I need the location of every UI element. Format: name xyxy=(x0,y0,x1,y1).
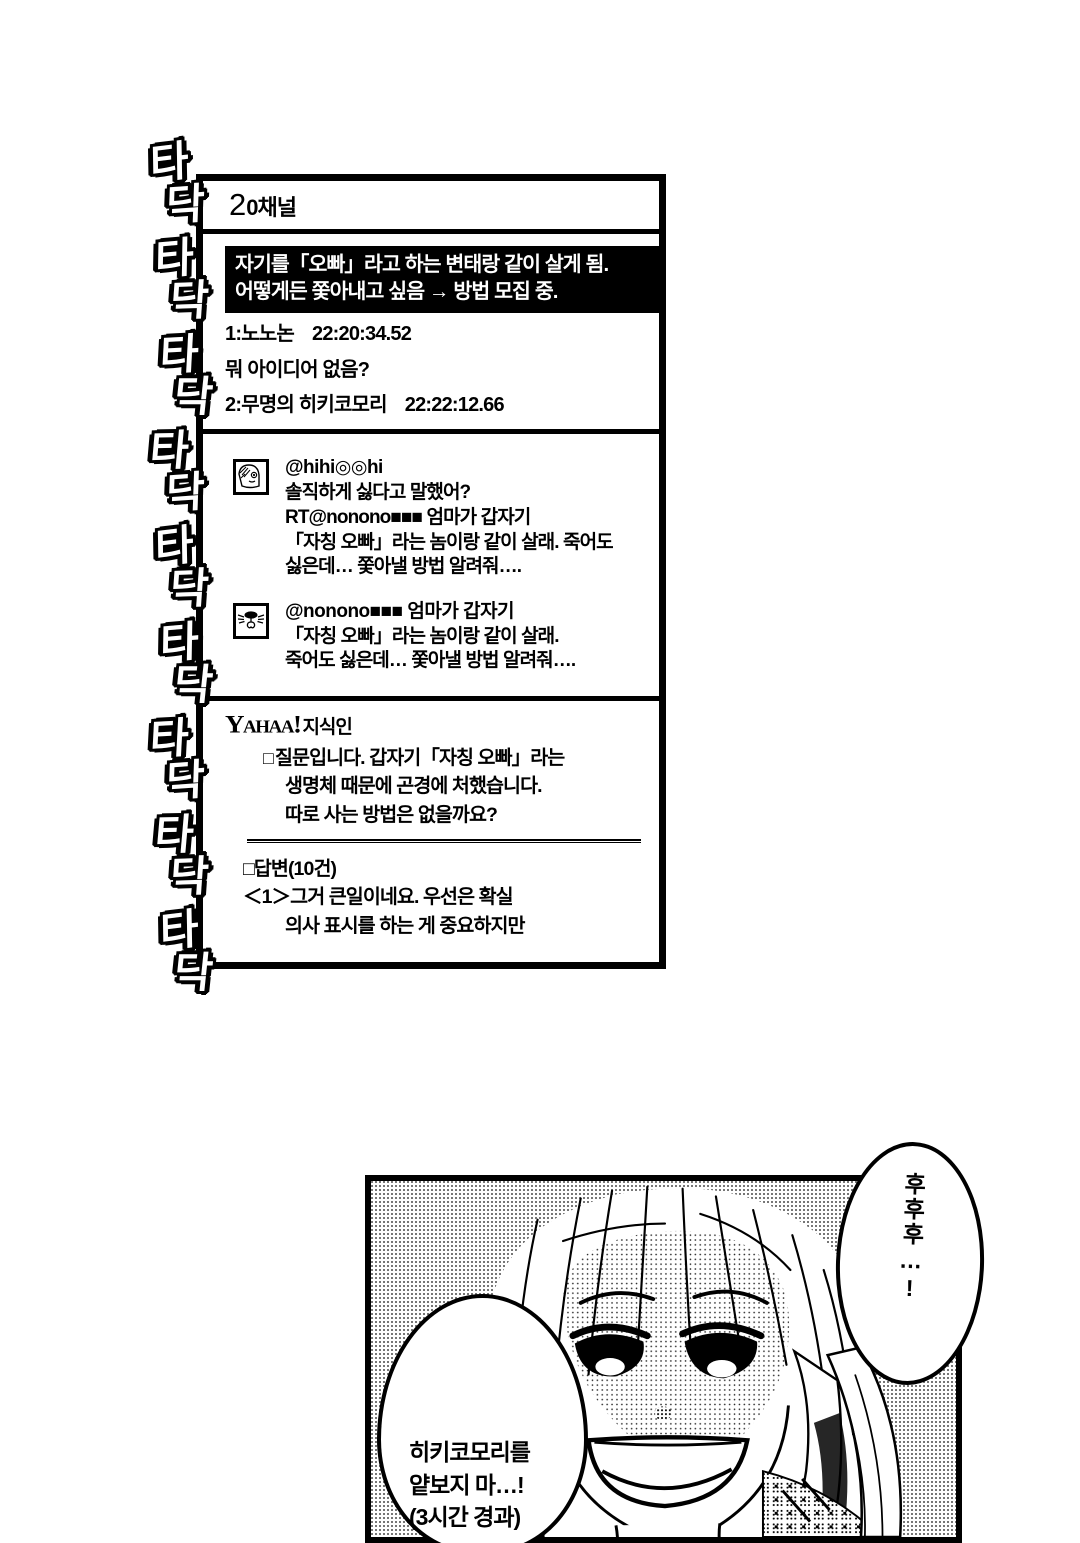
sfx-syllable-ta: 타 xyxy=(147,425,191,476)
cat-nose-avatar-icon xyxy=(233,602,269,639)
balloon-left-line: (3시간 경과) xyxy=(409,1504,521,1531)
thread-section: 자기를「오빠」라고 하는 변태랑 같이 살게 됨. 어떻게든 쫓아내고 싶음 →… xyxy=(203,234,661,430)
question-block: □질문입니다. 갑자기「자칭 오빠」라는 생명체 때문에 곤경에 처했습니다. … xyxy=(219,744,647,829)
tweet-line: 솔직하게 싫다고 말했어? xyxy=(285,482,471,504)
question-line: 생명체 때문에 곤경에 처했습니다. xyxy=(285,775,543,798)
thread-title-banner: 자기를「오빠」라고 하는 변태랑 같이 살게 됨. 어떻게든 쫓아내고 싶음 →… xyxy=(225,246,661,314)
qa-section: YAHAA! 지식인 □질문입니다. 갑자기「자칭 오빠」라는 생명체 때문에 … xyxy=(203,700,659,940)
post-author-1: 노노논 xyxy=(241,323,295,346)
section-divider xyxy=(203,229,659,234)
thread-title-line-2: 어떻게든 쫓아내고 싶음 → 방법 모집 중. xyxy=(235,279,558,303)
speech-balloon-left: 히키코모리를 얕보지 마…! (3시간 경과) xyxy=(377,1294,588,1543)
tweet-line: 「자칭 오빠」라는 놈이랑 같이 살래. xyxy=(285,625,560,647)
microblog-section: @hihi◎◎hi 솔직하게 싫다고 말했어? RT@nonono■■■ 엄마가… xyxy=(203,434,659,696)
yahaa-wordmark: YAHAA! xyxy=(225,710,302,738)
sfx-syllable-ta: 타 xyxy=(149,135,189,190)
post-number-2: 2: xyxy=(225,394,242,417)
sfx-syllable-ta: 타 xyxy=(154,519,194,574)
anime-face-avatar-icon xyxy=(233,459,269,496)
question-line: 따로 사는 방법은 없을까요? xyxy=(285,803,498,826)
section-divider xyxy=(203,429,659,435)
qa-divider-rule xyxy=(247,839,641,844)
post-header-1: 1:노노논 22:20:34.52 xyxy=(225,320,649,348)
post-body-1: 뭐 아이디어 없음? xyxy=(225,358,370,381)
tweet-item: @hihi◎◎hi 솔직하게 싫다고 말했어? RT@nonono■■■ 엄마가… xyxy=(233,456,647,579)
question-line: □질문입니다. 갑자기「자칭 오빠」라는 xyxy=(263,746,565,769)
sfx-syllable-ta: 타 xyxy=(148,712,190,765)
post-header-2: 2:무명의 히키코모리 22:22:12.66 xyxy=(225,391,649,419)
balloon-left-line: 얕보지 마…! xyxy=(409,1471,525,1498)
sfx-syllable-ta: 타 xyxy=(152,809,196,860)
tweet-text: @hihi◎◎hi 솔직하게 싫다고 말했어? RT@nonono■■■ 엄마가… xyxy=(285,456,614,579)
sfx-syllable-ta: 타 xyxy=(159,903,199,958)
thread-title-line-1: 자기를「오빠」라고 하는 변태랑 같이 살게 됨. xyxy=(235,253,609,276)
tweet-text: @nonono■■■ 엄마가 갑자기 「자칭 오빠」라는 놈이랑 같이 살래. … xyxy=(285,600,576,674)
balloon-left-text: 히키코모리를 얕보지 마…! (3시간 경과) xyxy=(409,1436,531,1534)
post-time-2: 22:22:12.66 xyxy=(404,394,505,417)
checkbox-icon: □ xyxy=(263,747,274,768)
sfx-syllable-ta: 타 xyxy=(154,232,195,285)
yahaa-logo: YAHAA! 지식인 xyxy=(225,709,647,740)
girl-illustration xyxy=(486,1185,903,1537)
post-time-1: 22:20:34.52 xyxy=(312,323,412,346)
tweet-line: 싫은데… 쫓아낼 방법 알려줘…. xyxy=(285,556,522,578)
yahaa-suffix: 지식인 xyxy=(302,716,352,738)
tweet-line: 죽어도 싫은데… 쫓아낼 방법 알려줘…. xyxy=(285,650,576,672)
answer-block: □답변(10건) ＜1＞그거 큰일이네요. 우선은 확실 의사 표시를 하는 게… xyxy=(219,855,647,939)
post-number-1: 1: xyxy=(225,323,242,346)
balloon-right-text: 후후후…! xyxy=(896,1171,927,1304)
sfx-syllable-ta: 타 xyxy=(158,328,200,381)
tweet-handle: @hihi◎◎hi xyxy=(285,457,383,479)
answer-header: □답변(10건) xyxy=(243,858,337,881)
channel-number: 2 xyxy=(229,187,246,222)
answer-line: 의사 표시를 하는 게 중요하지만 xyxy=(285,914,525,937)
tweet-item: @nonono■■■ 엄마가 갑자기 「자칭 오빠」라는 놈이랑 같이 살래. … xyxy=(233,600,647,674)
tweet-line: RT@nonono■■■ 엄마가 갑자기 xyxy=(285,506,531,528)
answer-line: ＜1＞그거 큰일이네요. 우선은 확실 xyxy=(243,886,514,909)
tweet-line: 「자칭 오빠」라는 놈이랑 같이 살래. 죽어도 xyxy=(285,531,614,553)
post-author-2: 무명의 히키코모리 xyxy=(241,394,387,417)
channel-name: 0채널 xyxy=(246,195,297,220)
balloon-left-line: 히키코모리를 xyxy=(409,1439,531,1466)
tweet-line: @nonono■■■ 엄마가 갑자기 xyxy=(285,600,515,622)
sfx-syllable-ta: 타 xyxy=(159,616,200,669)
answer-number: ＜1＞ xyxy=(243,886,291,909)
section-divider xyxy=(203,695,659,701)
